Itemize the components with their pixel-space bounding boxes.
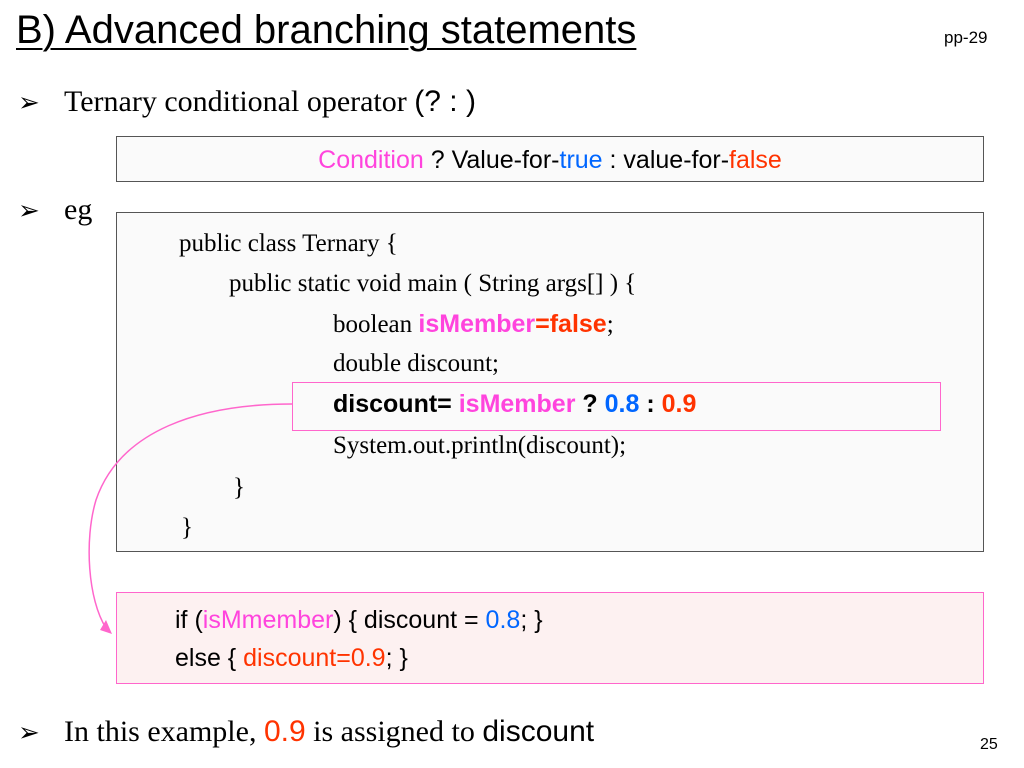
page-reference: pp-29 — [944, 28, 988, 47]
code-line-boolean: boolean isMember=false; — [333, 310, 614, 338]
ternary-symbol: (? : ) — [414, 85, 476, 118]
bullet-conclusion: ➢ In this example, 0.9 is assigned to dis… — [18, 714, 594, 751]
conclusion-middle: is assigned to — [313, 715, 475, 748]
code-val-false: false — [549, 310, 607, 338]
if-else-equivalent-box: if (isMmember) { discount = 0.8; } else … — [116, 592, 984, 684]
code-line-ternary: discount= isMember ? 0.8 : 0.9 — [333, 390, 697, 418]
else-statement: discount=0.9 — [243, 644, 386, 672]
slide-number: 25 — [980, 736, 998, 753]
code-line-double: double discount; — [333, 350, 499, 377]
bullet-eg: ➢ eg — [18, 192, 92, 229]
ternary-highlight-box — [292, 382, 941, 431]
slide-title: B) Advanced branching statements — [16, 8, 637, 52]
code-ternary-true-val: 0.8 — [604, 390, 640, 418]
eg-label: eg — [64, 193, 93, 226]
conclusion-value: 0.9 — [263, 715, 306, 748]
syntax-sep-2: : value-for- — [602, 146, 730, 174]
conclusion-prefix: In this example, — [64, 715, 257, 748]
code-line-println: System.out.println(discount); — [333, 432, 627, 459]
syntax-false: false — [729, 146, 782, 174]
ternary-label: Ternary conditional operator — [64, 85, 407, 118]
else-line: else { discount=0.9; } — [175, 644, 408, 672]
code-ternary-false-val: 0.9 — [661, 390, 697, 418]
code-line-main: public static void main ( String args[] … — [229, 270, 637, 297]
code-line-close-method: } — [233, 474, 245, 501]
bullet-arrow-icon: ➢ — [18, 88, 40, 117]
code-line-class: public class Ternary { — [179, 230, 398, 257]
if-line: if (isMmember) { discount = 0.8; } — [175, 606, 543, 634]
syntax-box: Condition ? Value-for-true : value-for-f… — [116, 136, 984, 182]
bullet-arrow-icon: ➢ — [18, 718, 40, 747]
code-line-close-class: } — [181, 514, 193, 541]
syntax-sep-1: ? Value-for- — [423, 146, 560, 174]
conclusion-var: discount — [482, 715, 595, 748]
if-condition-var: isMmember — [202, 606, 334, 634]
code-ternary-var: isMember — [458, 390, 576, 418]
code-var-ismember: isMember — [418, 310, 536, 338]
syntax-condition: Condition — [318, 146, 424, 174]
bullet-arrow-icon: ➢ — [18, 196, 40, 225]
bullet-ternary: ➢ Ternary conditional operator (? : ) — [18, 84, 476, 121]
if-value: 0.8 — [485, 606, 521, 634]
syntax-true: true — [559, 146, 603, 174]
